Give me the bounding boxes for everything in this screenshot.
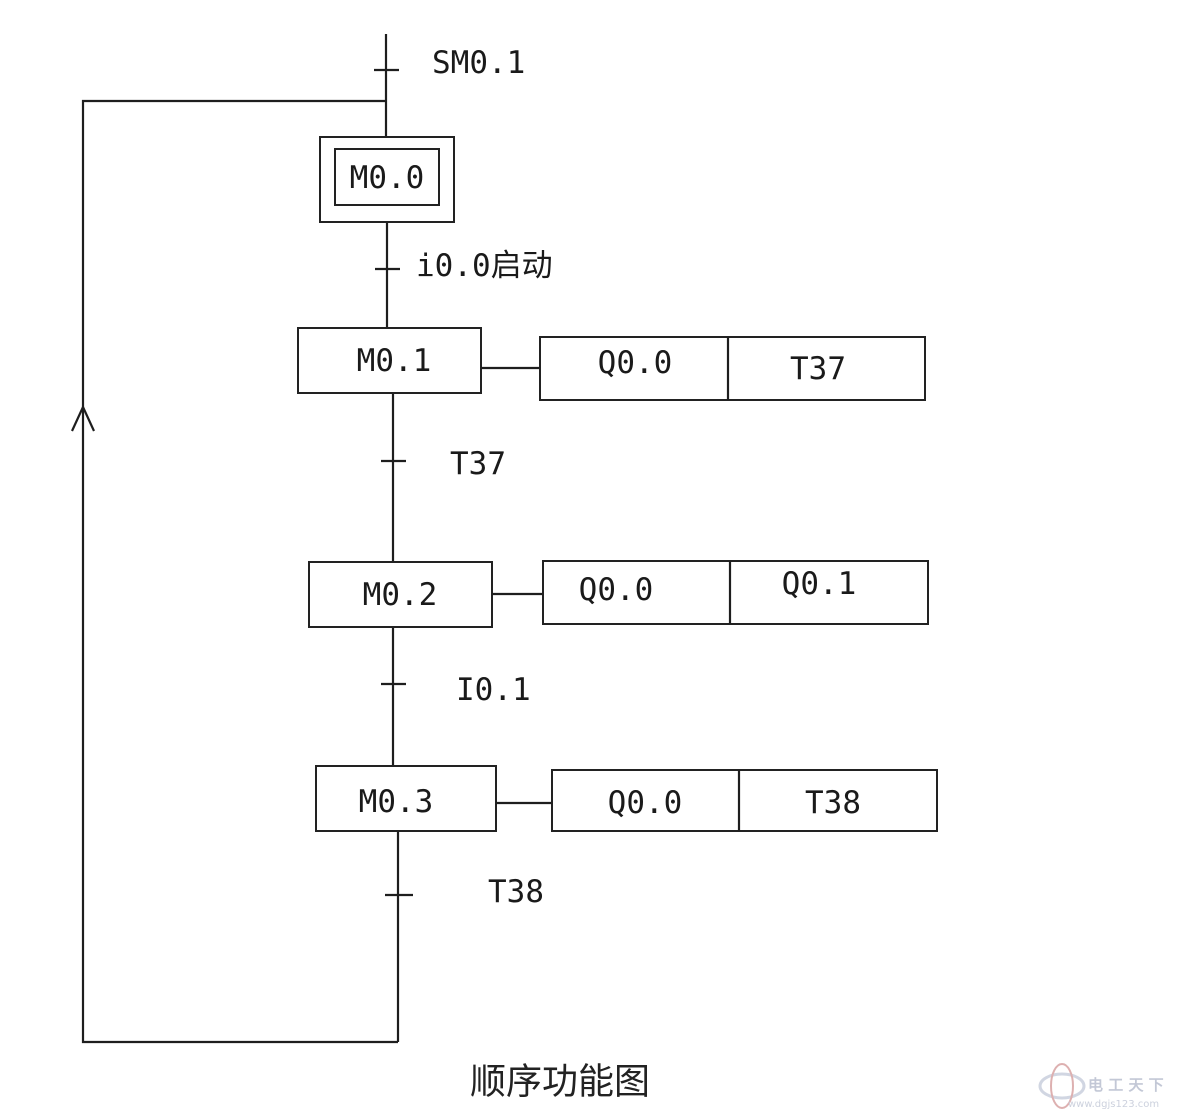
up-arrow-icon xyxy=(71,404,95,432)
action-box-m03 xyxy=(551,769,938,832)
diagram-caption: 顺序功能图 xyxy=(470,1062,650,1103)
action-box-m01 xyxy=(539,336,926,401)
action-label-m02-1: Q0.1 xyxy=(782,566,857,602)
step-box-m01 xyxy=(297,327,482,394)
initial-step-label: M0.0 xyxy=(350,160,425,196)
action-box-m02 xyxy=(542,560,929,625)
transition-label-t37: T37 xyxy=(450,446,506,482)
initial-step-inner-box xyxy=(334,148,440,206)
step-label-m03: M0.3 xyxy=(359,784,434,820)
step-box-m03 xyxy=(315,765,497,832)
watermark-text: 电 工 天 下 xyxy=(1088,1076,1164,1094)
watermark: 电 工 天 下 www.dgjs123.com xyxy=(1038,1063,1164,1110)
step-label-m01: M0.1 xyxy=(357,343,432,379)
step-label-m02: M0.2 xyxy=(363,577,438,613)
transition-label-sm01: SM0.1 xyxy=(432,45,525,81)
watermark-url: www.dgjs123.com xyxy=(1068,1099,1159,1110)
action-label-m03-1: T38 xyxy=(805,785,861,821)
return-loop-line xyxy=(81,99,398,1044)
transition-label-t38: T38 xyxy=(488,874,544,910)
action-label-m02-0: Q0.0 xyxy=(579,572,654,608)
watermark-logo-icon xyxy=(1038,1063,1086,1109)
transition-label-i00: i0.0启动 xyxy=(416,248,553,284)
action-label-m01-0: Q0.0 xyxy=(598,345,673,381)
action-label-m03-0: Q0.0 xyxy=(608,785,683,821)
action-label-m01-1: T37 xyxy=(790,351,846,387)
transition-label-i01: I0.1 xyxy=(456,672,531,708)
